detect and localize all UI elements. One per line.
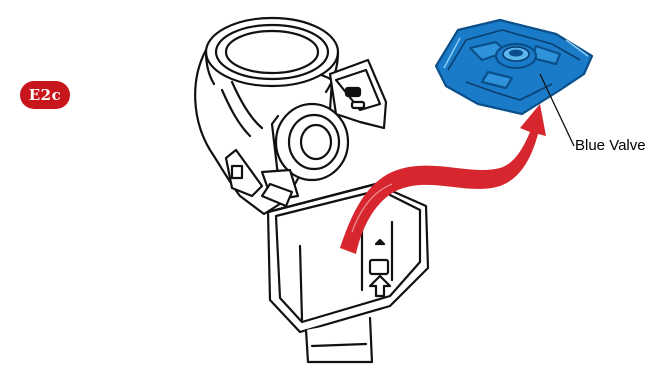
step-badge: E2c [20, 81, 70, 109]
blue-valve-icon [436, 20, 592, 114]
blue-valve-label: Blue Valve [575, 137, 646, 154]
